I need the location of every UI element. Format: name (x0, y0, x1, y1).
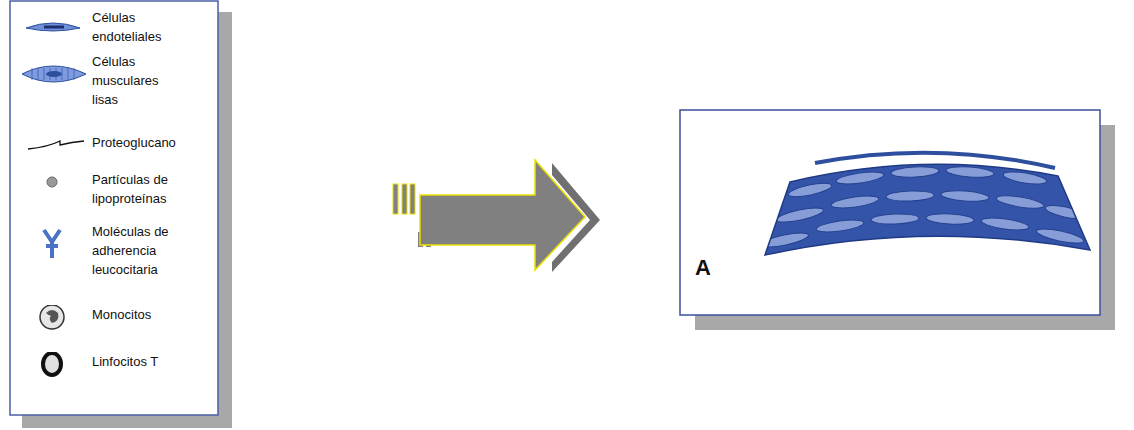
panel-letter: A (695, 255, 711, 281)
legend-label: Células musculares lisas (92, 52, 184, 109)
media-layer (760, 164, 1090, 255)
legend-label: Linfocitos T (92, 352, 184, 371)
legend-sample (18, 222, 90, 262)
legend-label: Monocitos (92, 305, 184, 324)
legend-label: Partículas de lipoproteínas (92, 170, 184, 208)
illustration-panel (680, 110, 1100, 315)
legend-sample (18, 8, 90, 48)
legend-sample (18, 305, 90, 345)
legend-sample (18, 52, 90, 92)
legend-sample (18, 170, 90, 210)
legend-label: Células endoteliales (92, 8, 184, 46)
legend-label: Proteoglucano (92, 133, 184, 152)
legend-panel (10, 1, 218, 415)
legend-sample (18, 133, 90, 173)
big-arrow (393, 160, 600, 272)
legend-label: Moléculas de adherencia leucocitaria (92, 222, 184, 279)
legend-sample (18, 352, 90, 392)
